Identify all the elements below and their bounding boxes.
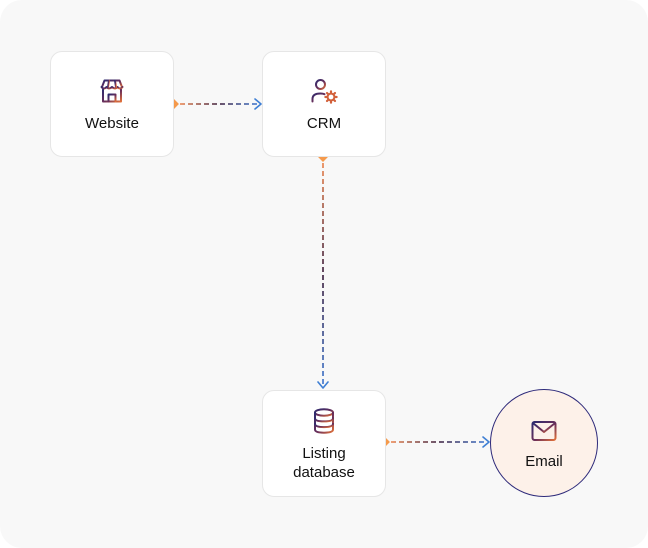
envelope-icon: [529, 416, 559, 446]
node-label-line-1: Listing: [302, 444, 346, 462]
node-label-line-2: database: [293, 463, 355, 481]
edge-website-crm: [169, 98, 262, 110]
arrowhead-icon: [254, 98, 262, 110]
user-gear-icon: [309, 76, 339, 106]
edge-listing-email: [380, 436, 490, 448]
database-icon: [309, 406, 339, 436]
storefront-icon: [97, 76, 127, 106]
node-label: CRM: [306, 114, 342, 132]
node-listing-database[interactable]: Listing database: [262, 390, 386, 497]
node-email[interactable]: Email: [490, 389, 598, 497]
arrowhead-icon: [317, 381, 329, 389]
node-website[interactable]: Website: [50, 51, 174, 157]
node-label: Website: [85, 114, 139, 132]
arrowhead-icon: [482, 436, 490, 448]
edge-crm-listing: [317, 152, 329, 389]
node-label: Email: [525, 452, 563, 470]
node-crm[interactable]: CRM: [262, 51, 386, 157]
